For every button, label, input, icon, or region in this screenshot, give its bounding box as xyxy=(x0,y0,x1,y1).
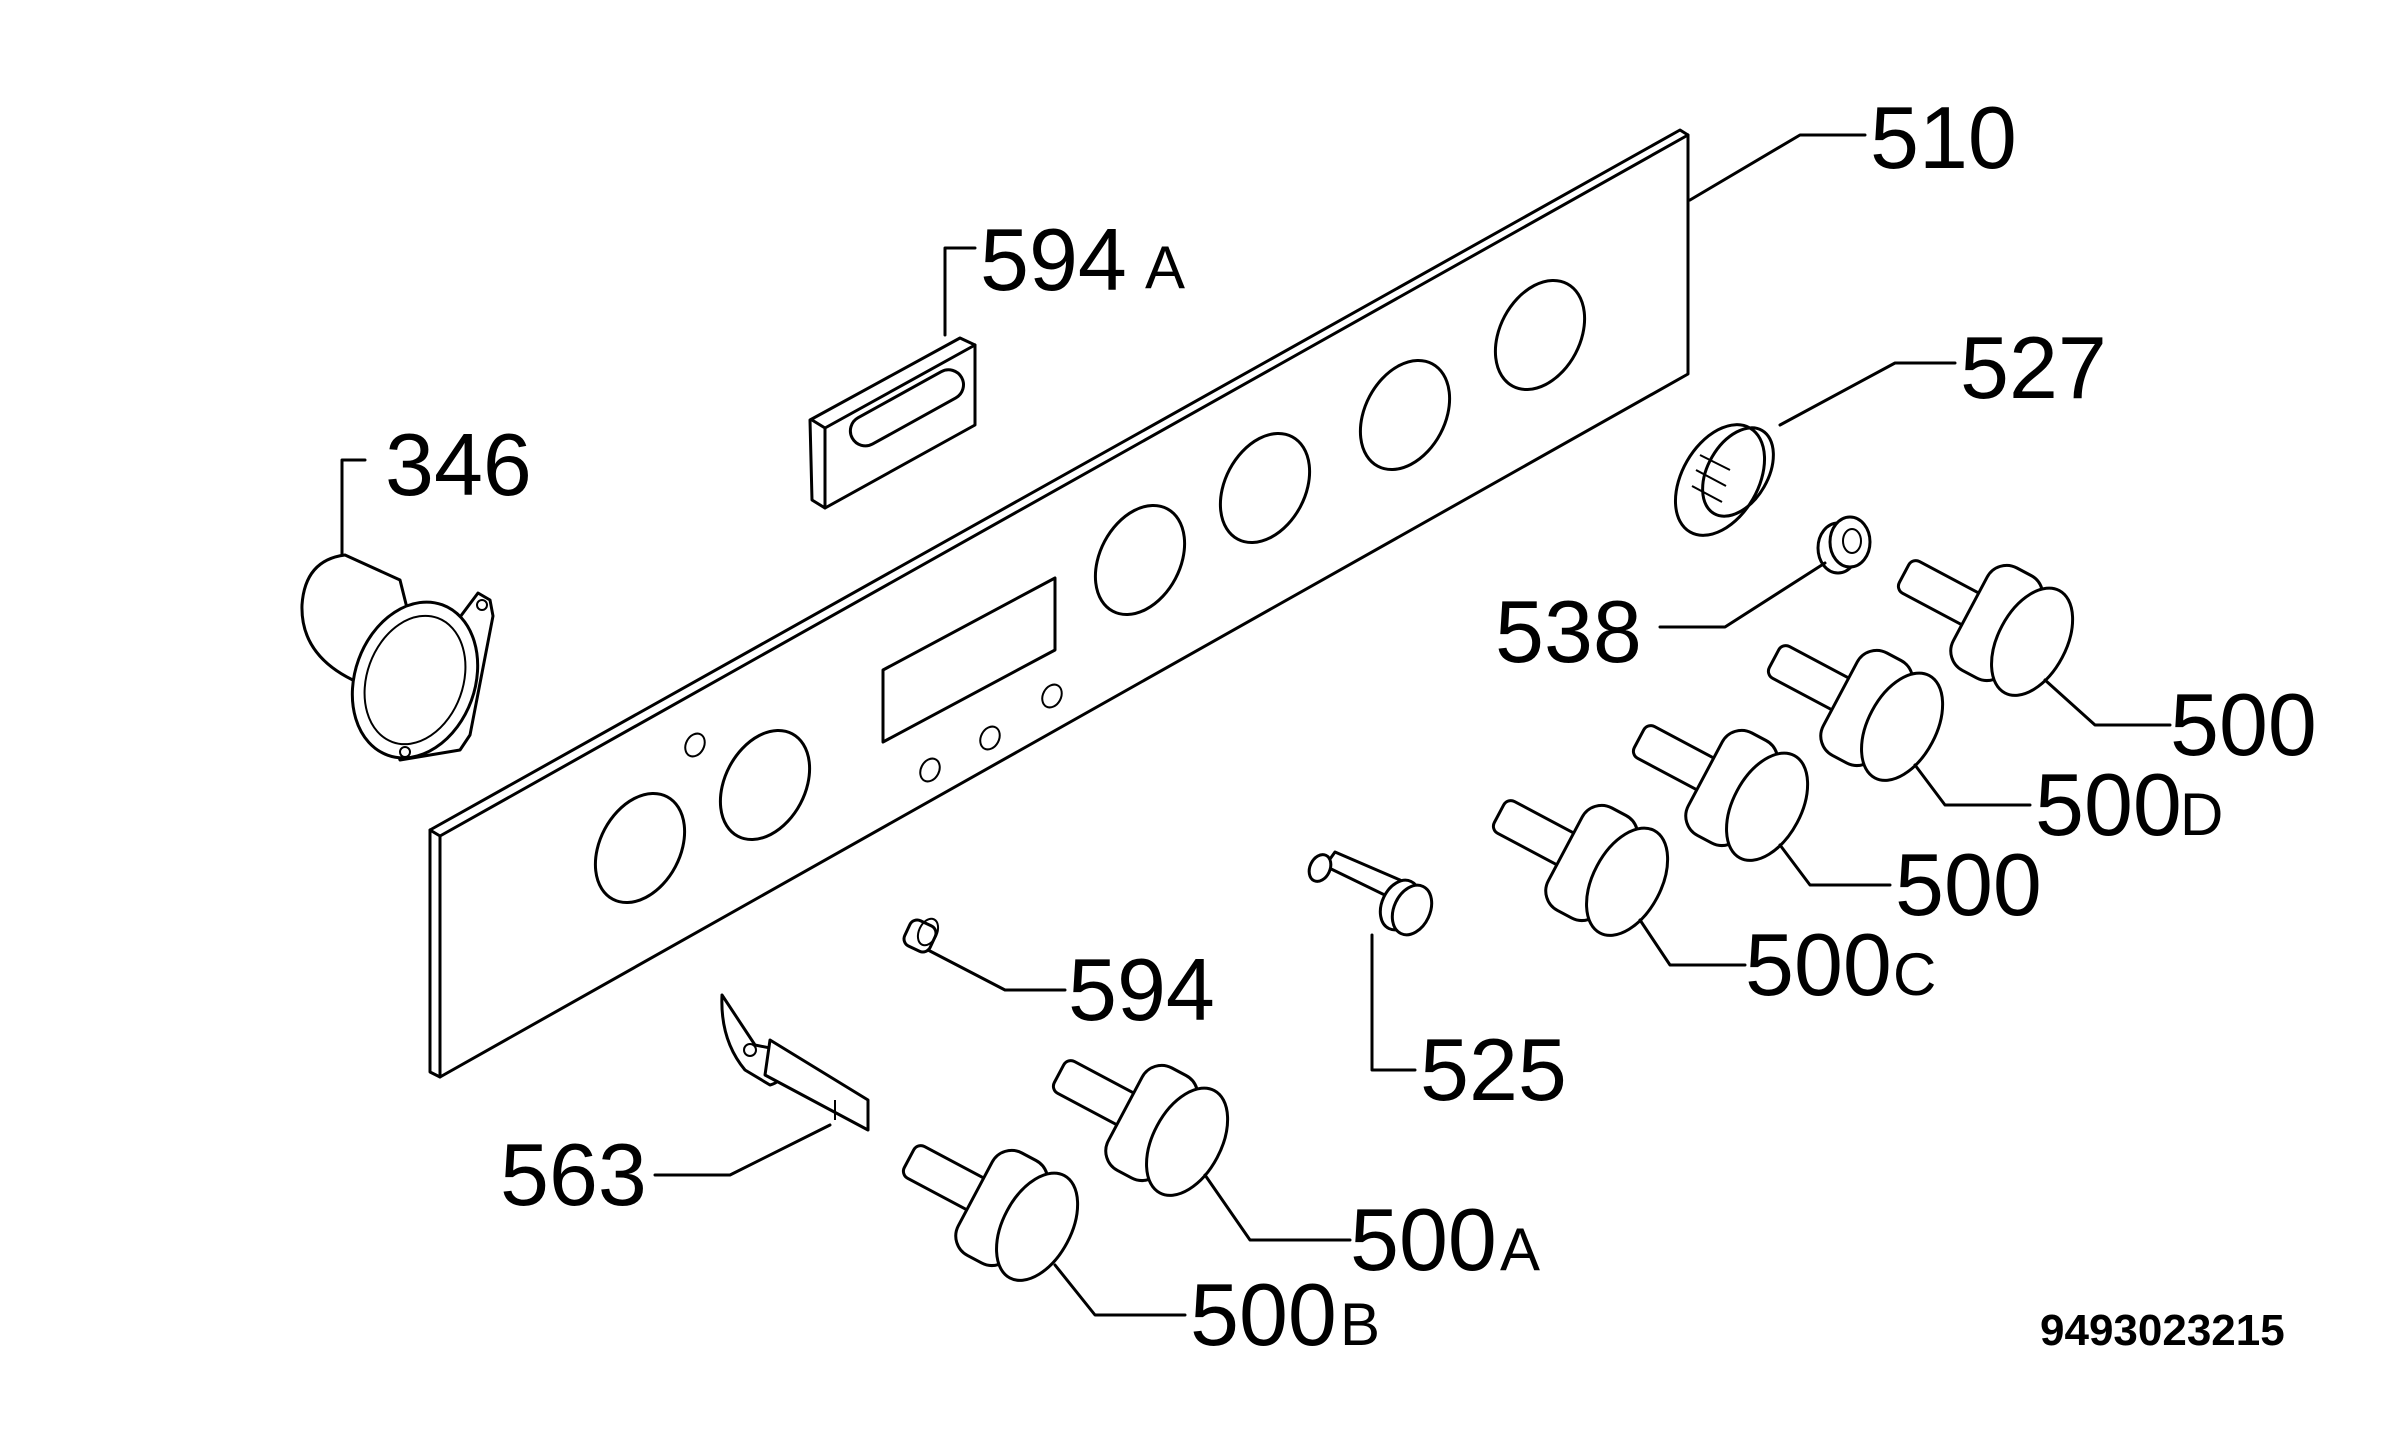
knobs xyxy=(901,559,2075,1282)
label-510: 510 xyxy=(1870,88,2017,187)
ring-527 xyxy=(1673,423,1775,537)
label-527: 527 xyxy=(1960,318,2107,417)
knob-500a xyxy=(1051,1059,1230,1197)
label-500-top: 500 xyxy=(2170,675,2317,774)
knob-500b xyxy=(901,1144,1080,1282)
document-number: 9493023215 xyxy=(2040,1306,2285,1355)
knob-500-middle xyxy=(1631,724,1810,862)
label-525: 525 xyxy=(1420,1020,1567,1119)
leader-lines xyxy=(340,133,2172,1317)
panel-knob-holes xyxy=(593,278,1587,905)
knob-500d xyxy=(1766,644,1945,782)
label-594a-suffix: A xyxy=(1145,234,1185,301)
label-500d: 500 xyxy=(2035,755,2182,854)
label-500c-suffix: C xyxy=(1893,941,1936,1008)
knob-500c xyxy=(1491,799,1670,937)
label-500c: 500 xyxy=(1745,915,1892,1014)
label-594a: 594 xyxy=(980,210,1127,309)
label-500a: 500 xyxy=(1350,1190,1497,1289)
label-500b: 500 xyxy=(1190,1265,1337,1364)
part-labels: 510 594 A 346 527 538 500 500 D 500 500 … xyxy=(385,88,2317,1364)
label-563: 563 xyxy=(500,1125,647,1224)
pin-594 xyxy=(902,917,940,954)
display-bracket-594a xyxy=(808,336,977,510)
label-500a-suffix: A xyxy=(1500,1216,1540,1283)
timer-cylinder-346 xyxy=(300,553,495,762)
label-500d-suffix: D xyxy=(2180,781,2223,848)
label-594: 594 xyxy=(1068,940,1215,1039)
panel-display-window xyxy=(881,576,1057,744)
screw-525 xyxy=(1307,850,1434,937)
panel-button-holes xyxy=(684,683,1063,783)
label-538: 538 xyxy=(1495,582,1642,681)
control-panel-510 xyxy=(428,128,1690,1079)
knob-500-top xyxy=(1896,559,2075,697)
label-346: 346 xyxy=(385,415,532,514)
label-500b-suffix: B xyxy=(1340,1291,1380,1358)
bracket-563 xyxy=(720,993,870,1132)
label-500-middle: 500 xyxy=(1895,835,2042,934)
bush-538 xyxy=(1816,515,1872,575)
